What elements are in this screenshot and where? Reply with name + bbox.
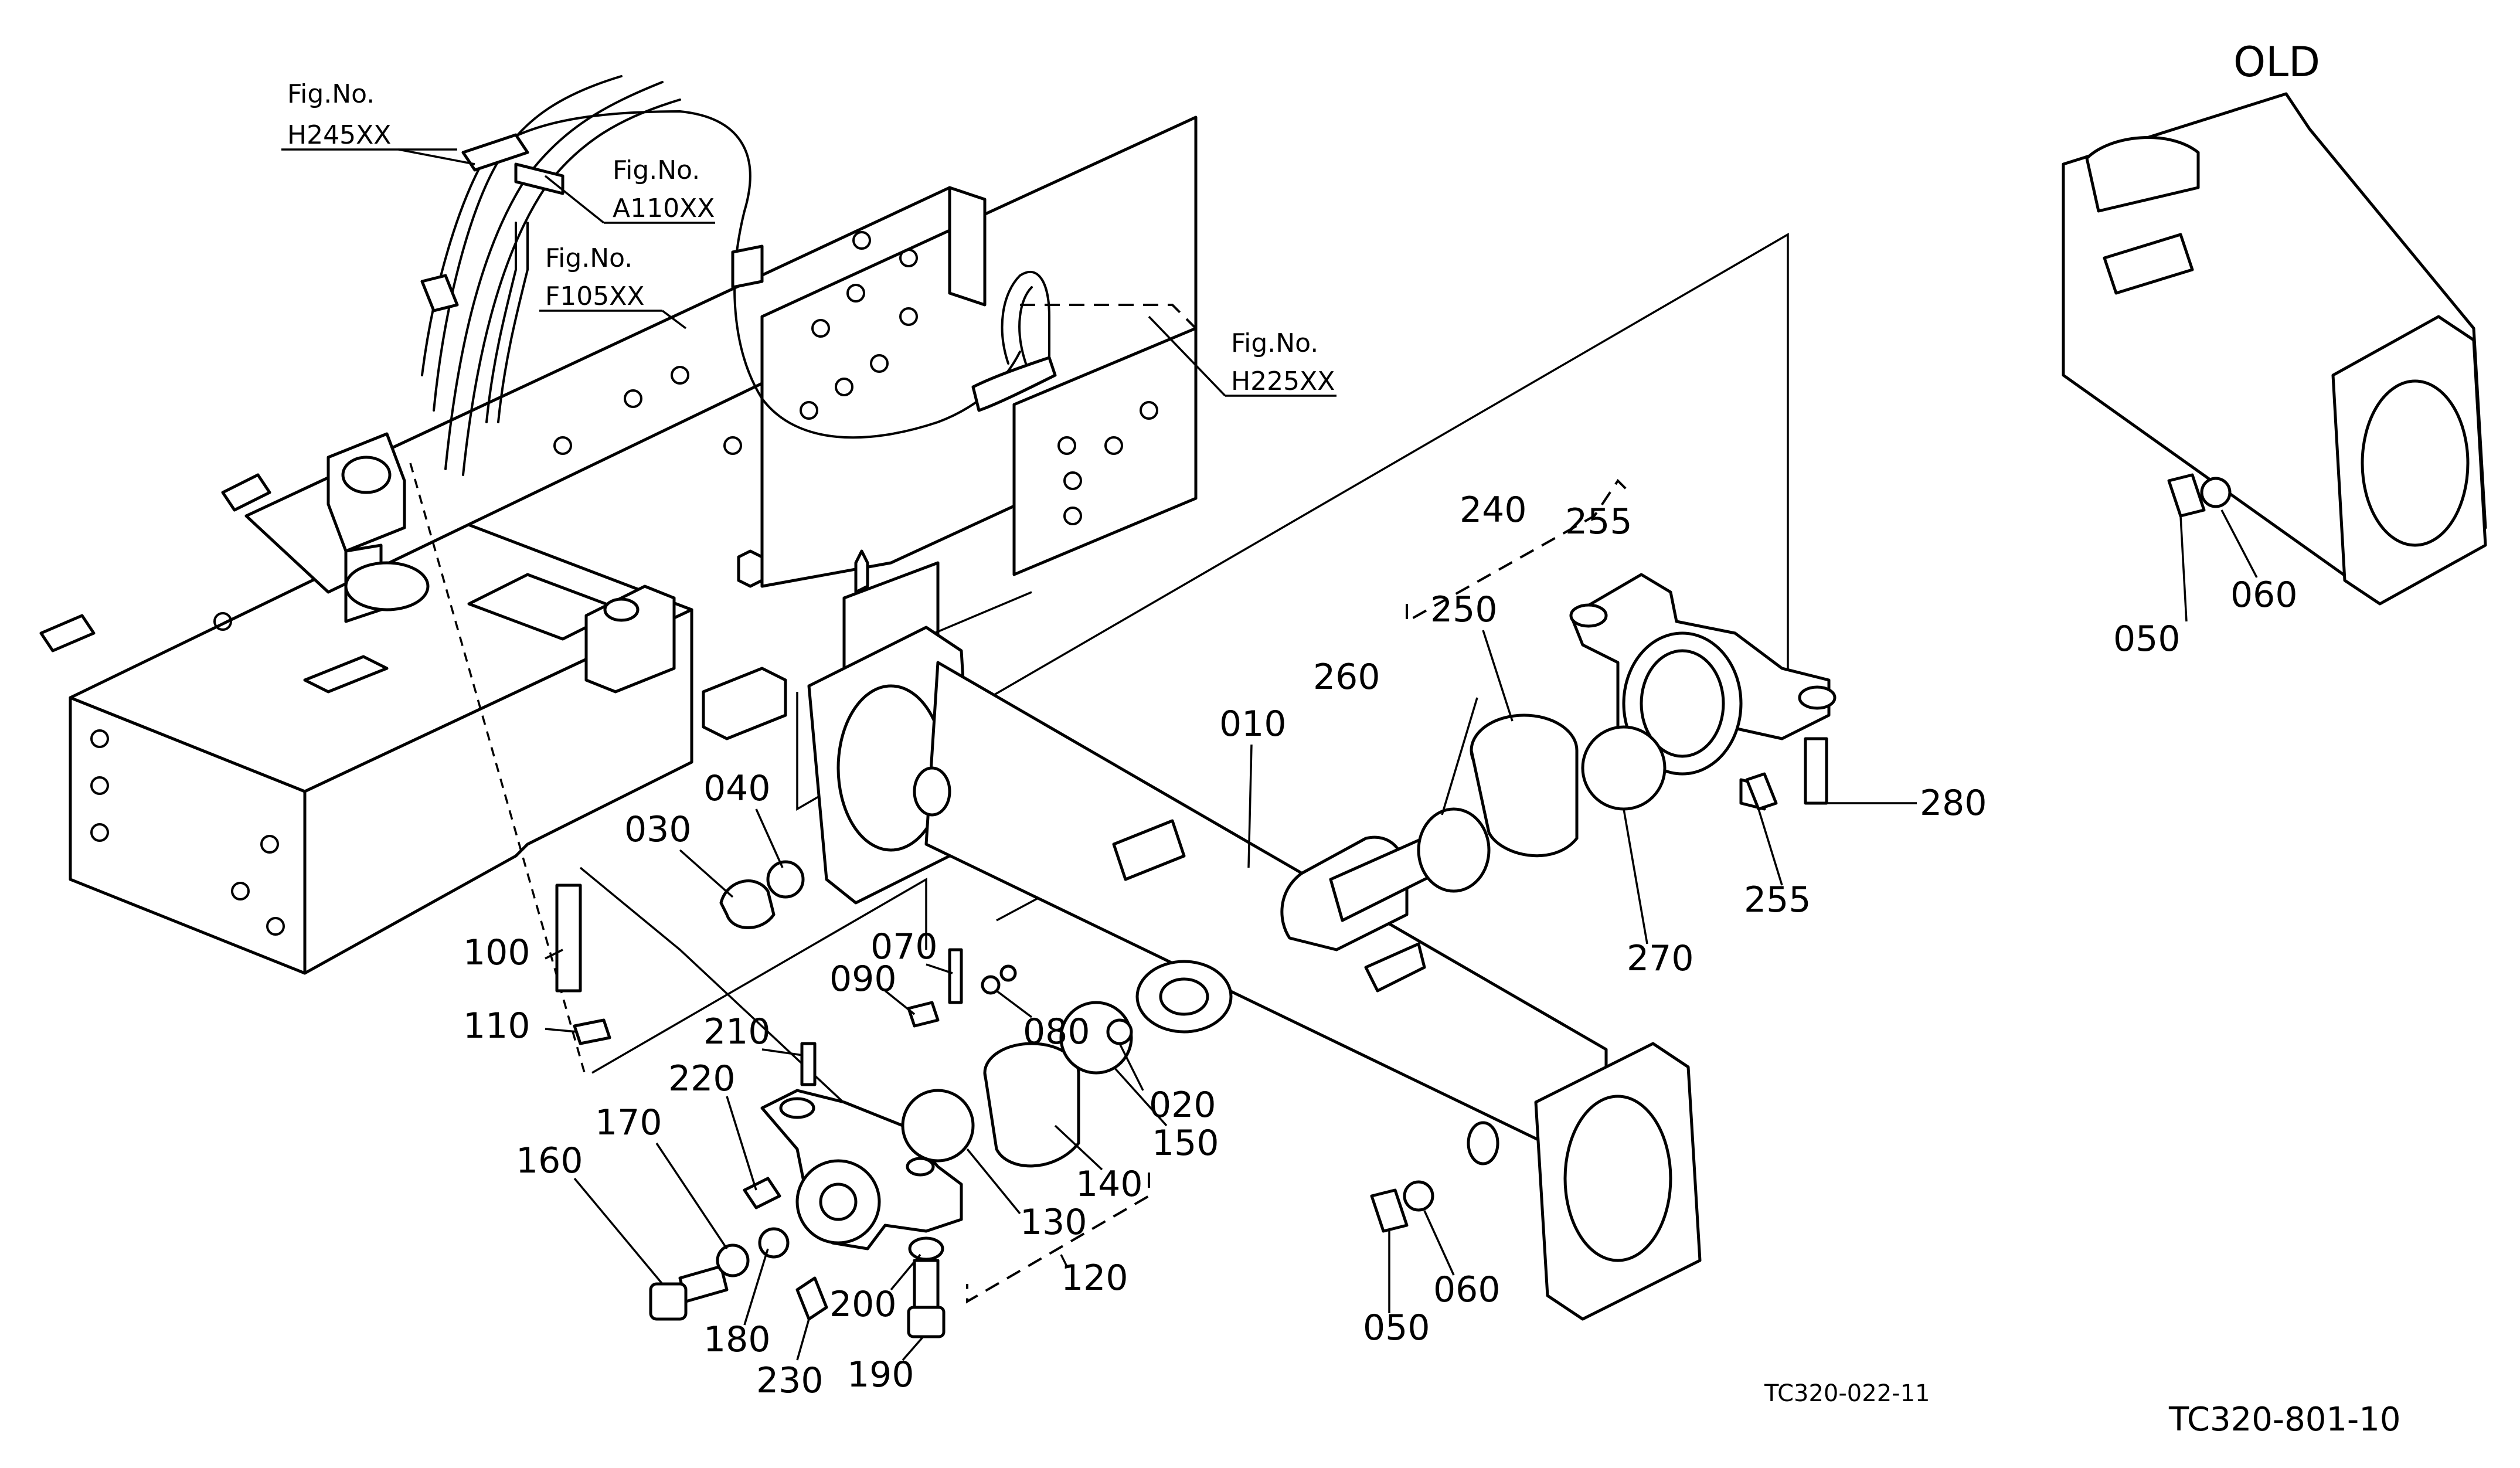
part-label-220: 220: [668, 1058, 736, 1099]
fig-no-code: H245XX: [287, 120, 391, 150]
fig-no-prefix: Fig.No.: [1231, 328, 1318, 358]
fig-no-prefix: Fig.No.: [287, 79, 375, 109]
small-parts: [555, 772, 1778, 1233]
label-leaders: [545, 509, 2258, 1361]
part-label-260: 260: [1313, 657, 1380, 698]
part-label-200: 200: [829, 1284, 897, 1325]
group-bracket-240: [1406, 478, 1631, 624]
figure-reference-h225: Fig.No. H225XX: [1148, 315, 1336, 397]
pivot-bracket-240: [1417, 440, 2228, 893]
group-bracket-120: [966, 1173, 1150, 1304]
part-label-150: 150: [1152, 1123, 1219, 1164]
part-label-160: 160: [516, 1140, 583, 1181]
part-label-050-old: 050: [2113, 619, 2181, 660]
old-label: OLD: [2233, 38, 2320, 86]
part-label-010: 010: [1219, 704, 1287, 745]
part-label-110: 110: [463, 1005, 530, 1046]
main-figure-code: TC320-801-10: [2168, 1401, 2400, 1439]
part-label-050: 050: [1363, 1307, 1430, 1348]
part-label-170: 170: [595, 1102, 662, 1143]
part-label-270: 270: [1627, 938, 1694, 979]
part-label-020: 020: [1149, 1085, 1216, 1126]
part-label-130: 130: [1020, 1202, 1087, 1243]
part-label-030: 030: [624, 809, 692, 850]
frame-chassis: [39, 115, 1198, 975]
fig-no-prefix: Fig.No.: [545, 243, 632, 273]
part-label-120: 120: [1061, 1258, 1128, 1299]
fig-no-code: A110XX: [613, 193, 715, 223]
part-label-060-old: 060: [2230, 575, 2298, 616]
figure-reference-f105: Fig.No. F105XX: [539, 243, 687, 329]
part-label-255: 255: [1565, 501, 1633, 542]
part-label-140: 140: [1076, 1164, 1143, 1205]
part-label-210: 210: [703, 1011, 771, 1052]
part-label-090: 090: [829, 959, 897, 1000]
part-label-255-lower: 255: [1744, 879, 1811, 920]
part-number-labels: 010 020 030 040 050 060 070 080 090 100 …: [463, 490, 2298, 1401]
fig-no-code: H225XX: [1231, 366, 1335, 396]
sub-figure-code: TC320-022-11: [1764, 1380, 1930, 1407]
part-label-070: 070: [870, 926, 938, 967]
part-label-230: 230: [756, 1360, 824, 1401]
part-label-060: 060: [1433, 1269, 1501, 1310]
old-inset: [2062, 92, 2487, 606]
part-label-250: 250: [1430, 589, 1498, 630]
part-label-080: 080: [1023, 1011, 1090, 1052]
part-label-180: 180: [703, 1319, 771, 1360]
axle-housing-010: [807, 626, 1702, 1321]
figure-reference-a110: Fig.No. A110XX: [544, 155, 715, 224]
fig-no-code: F105XX: [545, 281, 645, 311]
part-label-280: 280: [1920, 783, 1987, 824]
figure-reference-h245: Fig.No. H245XX: [281, 79, 475, 165]
part-label-240: 240: [1460, 490, 1527, 531]
part-label-190: 190: [847, 1354, 914, 1395]
pivot-bracket-120: [649, 1001, 1133, 1338]
part-label-040: 040: [703, 768, 771, 809]
fig-no-prefix: Fig.No.: [613, 155, 700, 185]
part-label-100: 100: [463, 932, 530, 973]
